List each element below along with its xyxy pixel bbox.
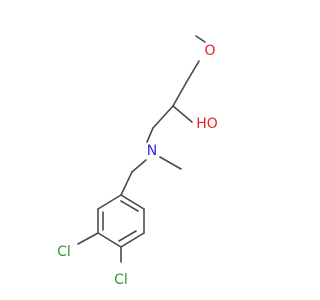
bond-methyl-o [195,35,206,43]
ring-inner-double-2 [118,230,137,242]
bond-chol-oh [172,105,193,123]
ring-inner-double-3 [120,200,139,212]
bond-ring-cl1 [77,232,99,245]
bond-o-ch2 [185,60,200,84]
bond-n-benzyl-ch2 [131,159,147,173]
ring-bond-4 [120,232,145,248]
hydroxyl-label: HO [196,116,218,132]
ring-bond-6 [120,194,145,210]
bond-n-methyl [159,156,182,170]
bond-group [77,35,206,263]
ring-bond-3 [97,232,122,248]
nitrogen-label: N [147,143,157,159]
structure-canvas: O HO N Cl Cl [57,35,218,288]
bond-benzyl-ch2-ring [120,171,133,196]
chlorine-label: Cl [114,272,128,288]
ring-bond-1 [97,194,122,210]
chlorine-label: Cl [57,244,71,260]
bond-chol-ch2n [152,105,174,129]
bond-ch2-chol [172,82,187,107]
atom-labels: O HO N Cl Cl [57,43,218,288]
bond-ch2-n [146,127,154,143]
oxygen-label: O [204,43,215,59]
